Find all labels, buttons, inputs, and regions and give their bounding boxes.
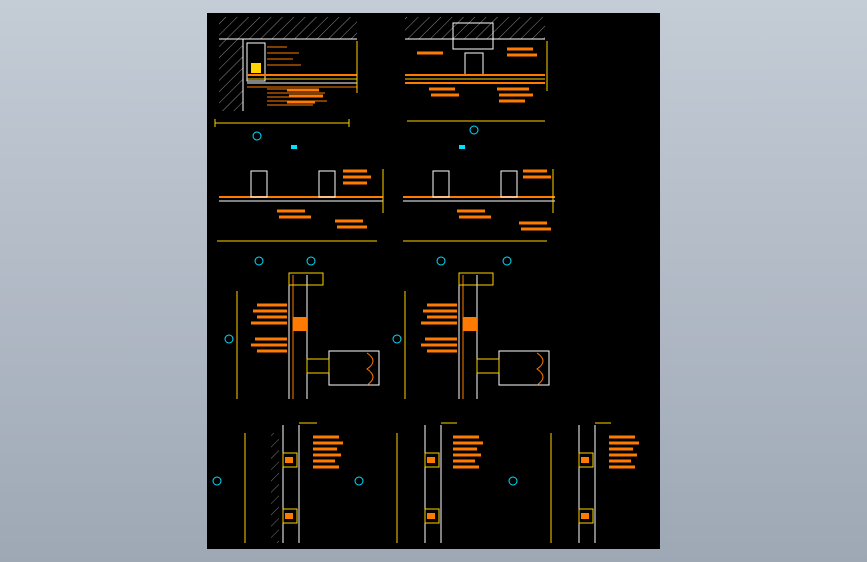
- drawing-sheet[interactable]: [207, 13, 660, 549]
- mullion: [500, 170, 518, 198]
- detail-bubble: [392, 334, 402, 344]
- detail-bubble: [469, 125, 479, 135]
- detail-transom-left: [224, 272, 380, 399]
- detail-bubble: [354, 476, 364, 486]
- detail-transom-right: [392, 272, 550, 399]
- hatch-slab: [405, 17, 545, 39]
- bracket: [424, 508, 440, 524]
- detail-vertical-3: [508, 422, 639, 543]
- detail-sill-right: [403, 145, 555, 266]
- mullion: [432, 170, 450, 198]
- bracket: [282, 452, 298, 468]
- hatch-slab: [219, 17, 357, 39]
- mullion: [318, 170, 336, 198]
- bracket: [293, 317, 307, 331]
- detail-ceiling-right: [405, 17, 548, 135]
- hatch-wall: [219, 39, 243, 111]
- bracket: [282, 508, 298, 524]
- detail-bubble: [252, 131, 262, 141]
- detail-bubble: [502, 256, 512, 266]
- bracket: [578, 452, 594, 468]
- detail-bubble: [436, 256, 446, 266]
- mullion: [246, 42, 266, 82]
- detail-bubble: [306, 256, 316, 266]
- detail-vertical-1: [212, 422, 343, 543]
- bracket: [578, 508, 594, 524]
- detail-vertical-2: [354, 422, 483, 543]
- detail-bubble: [212, 476, 222, 486]
- detail-bubble: [224, 334, 234, 344]
- detail-sill-left: [217, 145, 384, 266]
- detail-ceiling-left: [214, 17, 358, 141]
- mullion: [452, 22, 494, 50]
- bracket: [424, 452, 440, 468]
- detail-bubble: [508, 476, 518, 486]
- bracket: [463, 317, 477, 331]
- mullion: [250, 170, 268, 198]
- detail-bubble: [254, 256, 264, 266]
